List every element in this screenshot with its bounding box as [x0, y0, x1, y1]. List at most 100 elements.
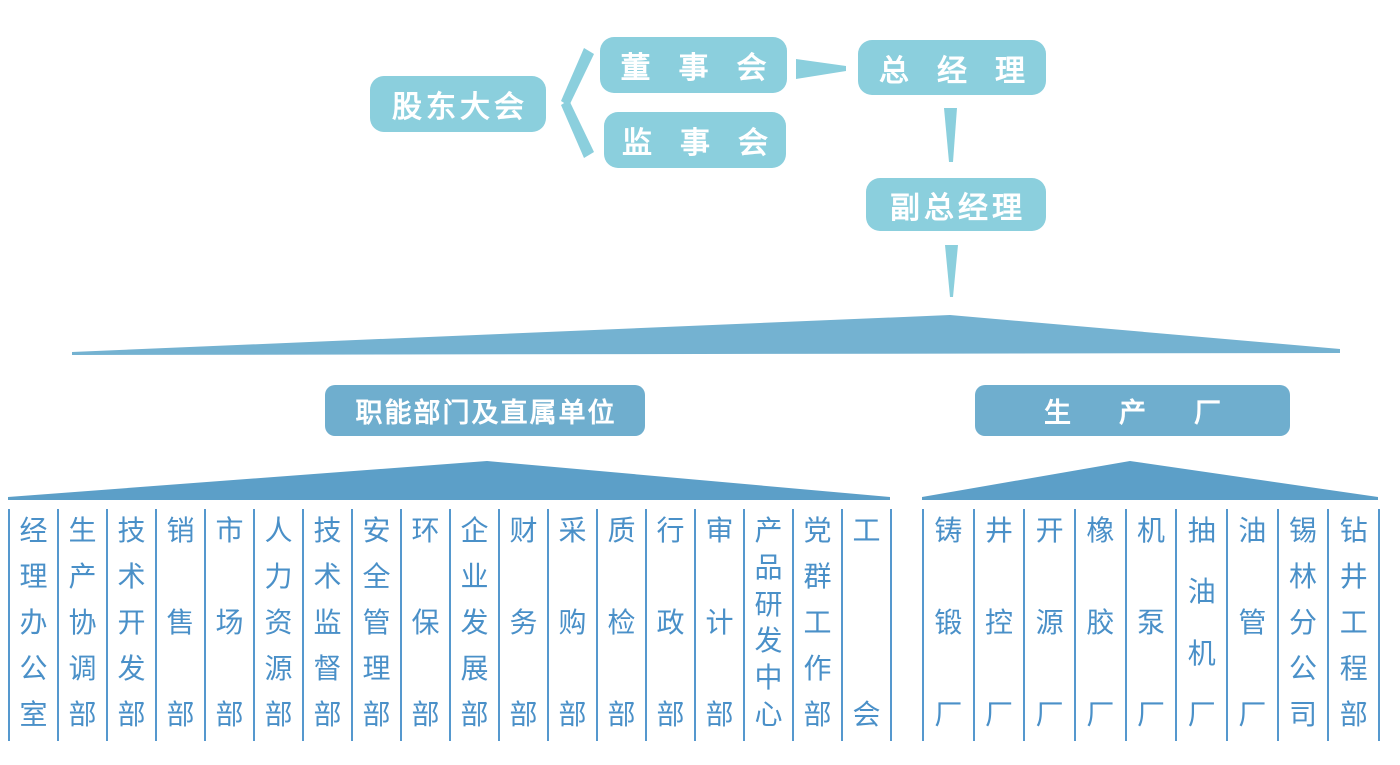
dept-char: 工: [852, 514, 881, 547]
dept-char: 监: [313, 606, 342, 639]
dept-column: 钻井工程部: [1327, 509, 1381, 741]
dept-column: 锡林分公司: [1276, 509, 1328, 741]
dept-column: 抽油机厂: [1175, 509, 1226, 741]
node-supervisory-board: 监事会: [604, 112, 786, 168]
dept-char: 全: [362, 560, 391, 593]
dept-char: 产: [68, 560, 97, 593]
dept-column: 机泵厂: [1124, 509, 1176, 741]
dept-char: 管: [362, 606, 391, 639]
dept-char: 井: [1339, 560, 1368, 593]
group-header-functional-departments-label: 职能部门及直属单位: [355, 398, 617, 429]
dept-char: 术: [117, 560, 146, 593]
dept-char: 管: [1238, 606, 1267, 639]
dept-char: 研: [754, 587, 783, 621]
group-header-functional-departments: 职能部门及直属单位: [325, 385, 645, 436]
dept-char: 锻: [934, 606, 963, 639]
dept-char: 抽: [1187, 514, 1216, 547]
dept-char: 质: [607, 514, 636, 547]
dept-char: 部: [264, 698, 293, 731]
dept-char: 财: [509, 514, 538, 547]
production-plants-columns: 铸锻厂井控厂开源厂橡胶厂机泵厂抽油机厂油管厂锡林分公司钻井工程部: [922, 509, 1381, 741]
dept-char: 部: [313, 698, 342, 731]
dept-column: 企业发展部: [449, 509, 498, 741]
dept-char: 胶: [1086, 606, 1115, 639]
dept-char: 厂: [1238, 698, 1267, 731]
main-distribution-roof: [72, 315, 1340, 355]
dept-char: 保: [411, 606, 440, 639]
dept-column: 产品研发中心: [743, 509, 792, 741]
dept-char: 源: [264, 652, 293, 685]
dept-column: 工会: [841, 509, 892, 741]
dept-char: 分: [1289, 606, 1318, 639]
dept-char: 发: [754, 624, 783, 658]
dept-char: 人: [264, 514, 293, 547]
dept-char: 中: [754, 661, 783, 695]
dept-column: 环保部: [400, 509, 449, 741]
node-board-of-directors-label: 董事会: [620, 51, 795, 86]
bracket-connector-top: [561, 48, 594, 106]
dept-char: 销: [166, 514, 195, 547]
dept-char: 机: [1137, 514, 1166, 547]
dept-char: 程: [1339, 652, 1368, 685]
dept-char: 产: [754, 514, 783, 547]
dept-char: 厂: [1137, 698, 1166, 731]
dept-char: 油: [1187, 575, 1216, 609]
dept-char: 锡: [1289, 514, 1318, 547]
dept-char: 钻: [1339, 514, 1368, 547]
dept-column: 审计部: [694, 509, 743, 741]
dept-char: 源: [1035, 606, 1064, 639]
dept-char: 部: [117, 698, 146, 731]
dept-char: 理: [19, 560, 48, 593]
dept-char: 生: [68, 514, 97, 547]
dept-column: 油管厂: [1226, 509, 1277, 741]
dept-char: 采: [558, 514, 587, 547]
dept-char: 场: [215, 606, 244, 639]
dept-char: 井: [985, 514, 1014, 547]
node-shareholders-meeting: 股东大会: [370, 76, 546, 132]
node-deputy-general-manager-label: 副总经理: [890, 190, 1026, 226]
dept-column: 生产协调部: [57, 509, 106, 741]
dept-char: 技: [313, 514, 342, 547]
dept-char: 业: [460, 560, 489, 593]
dept-char: 厂: [934, 698, 963, 731]
dept-char: 部: [705, 698, 734, 731]
right-distribution-roof: [922, 461, 1378, 500]
dept-char: 群: [803, 560, 832, 593]
dept-char: 部: [411, 698, 440, 731]
dept-column: 井控厂: [972, 509, 1024, 741]
dept-char: 部: [656, 698, 685, 731]
dept-char: 工: [803, 606, 832, 639]
dept-char: 机: [1187, 636, 1216, 670]
bracket-connector-bottom: [561, 100, 594, 158]
dept-char: 审: [705, 514, 734, 547]
left-distribution-roof: [8, 461, 890, 500]
dept-char: 部: [362, 698, 391, 731]
dept-char: 司: [1289, 698, 1318, 731]
dept-char: 安: [362, 514, 391, 547]
dept-char: 会: [852, 698, 881, 731]
dept-char: 开: [1035, 514, 1064, 547]
dept-column: 铸锻厂: [922, 509, 973, 741]
dept-char: 展: [460, 652, 489, 685]
dept-column: 经理办公室: [8, 509, 57, 741]
dept-char: 林: [1289, 560, 1318, 593]
dept-char: 检: [607, 606, 636, 639]
dept-column: 质检部: [596, 509, 645, 741]
dept-char: 控: [985, 606, 1014, 639]
dept-char: 发: [460, 606, 489, 639]
dept-column: 开源厂: [1023, 509, 1074, 741]
dept-char: 厂: [1086, 698, 1115, 731]
dept-char: 部: [68, 698, 97, 731]
dept-char: 部: [509, 698, 538, 731]
dept-char: 资: [264, 606, 293, 639]
node-board-of-directors: 董事会: [600, 37, 787, 93]
dept-char: 橡: [1086, 514, 1115, 547]
dept-char: 厂: [985, 698, 1014, 731]
dept-char: 环: [411, 514, 440, 547]
dept-char: 部: [166, 698, 195, 731]
dept-column: 技术监督部: [302, 509, 351, 741]
dept-column: 橡胶厂: [1074, 509, 1125, 741]
dept-column: 行政部: [645, 509, 694, 741]
